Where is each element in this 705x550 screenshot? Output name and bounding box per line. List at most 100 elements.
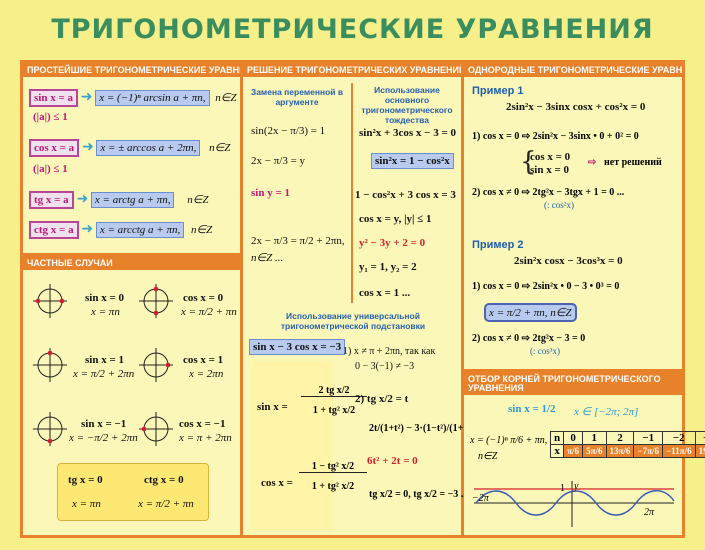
special-eq: cos x = −1 (179, 418, 226, 430)
table-cell: 1 (582, 431, 607, 445)
example2-step2: 2) cos x ≠ 0 ⇨ 2tg²x − 3 = 0 (472, 333, 586, 344)
axis-one-label: 1 (560, 483, 565, 494)
panel-special: ЧАСТНЫЕ СЛУЧАИ sin x = 0 x = πn cos x = … (23, 256, 240, 535)
system-line-2: sin x = 0 (530, 164, 569, 176)
unit-circle-icon (33, 348, 67, 382)
panel-homogeneous: ОДНОРОДНЫЕ ТРИГОНОМЕТРИЧЕСКИЕ УРАВНЕНИЯ … (464, 63, 682, 369)
roots-range: x ∈ [−2π; 2π] (574, 406, 639, 418)
table-cell: x (549, 444, 565, 458)
special-eq: sin x = 0 (85, 292, 124, 304)
universal-step-3: 2t/(1+t²) − 3·(1−t²)/(1+t²) = −3 (369, 423, 495, 434)
table-cell: 19π/6 (694, 444, 705, 458)
cos-sub-lhs: cos x = (261, 477, 293, 489)
id-line-4: cos x = y, |y| ≤ 1 (359, 213, 432, 225)
roots-general: x = (−1)ⁿ π/6 + πn, (470, 435, 548, 446)
sub-line-5: n∈Z ... (251, 252, 284, 264)
sin-row: sin x = a ➜ x = (−1)ⁿ arcsin a + πn, n∈Z (29, 89, 236, 107)
section-header-simplest: ПРОСТЕЙШИЕ ТРИГОНОМЕТРИЧЕСКИЕ УРАВНЕНИЯ (23, 63, 240, 77)
tg-equation: tg x = a (29, 191, 74, 209)
sin-solution: x = (−1)ⁿ arcsin a + πn, (95, 90, 210, 106)
column-divider (351, 83, 353, 303)
universal-step-5: tg x/2 = 0, tg x/2 = −3 ... (369, 489, 469, 500)
substitution-note: Замена переменной в аргументе (250, 87, 344, 107)
unit-circle-icon (33, 284, 67, 318)
id-line-5: y² − 3y + 2 = 0 (359, 237, 426, 249)
axis-left-label: −2π (472, 493, 489, 504)
page-title: ТРИГОНОМЕТРИЧЕСКИЕ УРАВНЕНИЯ (51, 14, 654, 45)
special-eq: cos x = 0 (183, 292, 224, 304)
example1-label: Пример 1 (472, 85, 524, 97)
example1-step1: 1) cos x = 0 ⇨ 2sin²x − 3sinx • 0 + 0² =… (472, 131, 639, 142)
panel-roots: ОТБОР КОРНЕЙ ТРИГОНОМЕТРИЧЕСКОГО УРАВНЕН… (464, 373, 705, 535)
table-cell: −1 (633, 431, 663, 445)
sin-sub-num: 2 tg x/2 (301, 385, 367, 397)
axis-y-label: y (574, 481, 579, 492)
section-header-special: ЧАСТНЫЕ СЛУЧАИ (23, 256, 240, 270)
section-header-homogeneous: ОДНОРОДНЫЕ ТРИГОНОМЕТРИЧЕСКИЕ УРАВНЕНИЯ (464, 63, 682, 77)
ctg-solution: x = arcctg a + πn, (95, 222, 185, 238)
roots-equation: sin x = 1/2 (508, 403, 556, 415)
arrow-area (251, 361, 333, 531)
example1-division: (: cos²x) (544, 200, 574, 210)
ctg-row: ctg x = a ➜ x = arcctg a + πn, n∈Z (29, 221, 213, 239)
tg-row: tg x = a ➜ x = arctg a + πn, n∈Z (29, 191, 209, 209)
tg-special-eq: tg x = 0 (68, 474, 103, 486)
special-sol: x = π/2 + 2πn (73, 368, 135, 380)
nz-label: n∈Z (209, 142, 231, 154)
table-cell: −11π/6 (662, 444, 696, 458)
table-cell: 13π/6 (605, 444, 635, 458)
sin-condition: (|a|) ≤ 1 (33, 111, 68, 123)
universal-equation: sin x − 3 cos x = −3 (249, 339, 346, 355)
special-sol: x = 2πn (189, 368, 224, 380)
panel-solving: РЕШЕНИЕ ТРИГОНОМЕТРИЧЕСКИХ УРАВНЕНИЙ Зам… (243, 63, 494, 535)
example2-solution: x = π/2 + πn, n∈Z (484, 303, 577, 322)
universal-cond-1: 1) x ≠ π + 2πn, так как (343, 346, 436, 357)
unit-circle-icon (139, 348, 173, 382)
section-header-roots: ОТБОР КОРНЕЙ ТРИГОНОМЕТРИЧЕСКОГО УРАВНЕН… (464, 373, 682, 395)
unit-circle-icon (33, 412, 67, 446)
special-sol: x = π + 2πn (179, 432, 232, 444)
panel-simplest: ПРОСТЕЙШИЕ ТРИГОНОМЕТРИЧЕСКИЕ УРАВНЕНИЯ … (23, 63, 240, 253)
identity-note: Использование основного тригонометрическ… (361, 85, 453, 125)
sub-line-1: sin(2x − π/3) = 1 (251, 125, 326, 137)
arrow-icon: ⇨ (588, 157, 597, 168)
special-eq: sin x = 1 (85, 354, 124, 366)
nz-label: n∈Z (191, 224, 213, 236)
id-line-3: 1 − cos²x + 3 cos x = 3 (355, 189, 456, 201)
example1-step2: 2) cos x ≠ 0 ⇨ 2tg²x − 3tgx + 1 = 0 ... (472, 187, 625, 198)
sub-line-4: 2x − π/3 = π/2 + 2πn, (251, 235, 345, 247)
special-sol: x = π/2 + πn (181, 306, 237, 318)
universal-cond-1b: 0 − 3(−1) ≠ −3 (355, 361, 415, 372)
example2-equation: 2sin²x cosx − 3cos³x = 0 (514, 255, 623, 267)
table-cell: −7π/6 (633, 444, 663, 458)
nz-label: n∈Z (187, 194, 209, 206)
tg-ctg-special-box: tg x = 0 x = πn ctg x = 0 x = π/2 + πn (57, 463, 209, 521)
table-cell: n (549, 431, 565, 445)
special-eq: cos x = 1 (183, 354, 224, 366)
ctg-equation: ctg x = a (29, 221, 79, 239)
cos-solution: x = ± arccos a + 2πn, (96, 140, 201, 156)
example1-equation: 2sin²x − 3sinx cosx + cos²x = 0 (506, 101, 646, 113)
sub-line-3: sin y = 1 (251, 187, 290, 199)
id-line-1: sin²x + 3cos x − 3 = 0 (359, 127, 456, 139)
cos-row: cos x = a ➜ x = ± arccos a + 2πn, n∈Z (29, 139, 231, 157)
table-cell: −2 (662, 431, 696, 445)
section-header-solving: РЕШЕНИЕ ТРИГОНОМЕТРИЧЕСКИХ УРАВНЕНИЙ (243, 63, 461, 77)
unit-circle-icon (139, 412, 173, 446)
universal-note: Использование универсальной тригонометри… (280, 311, 426, 331)
sin-equation: sin x = a (29, 89, 78, 107)
cos-condition: (|a|) ≤ 1 (33, 163, 68, 175)
tg-special-sol: x = πn (72, 498, 101, 510)
sub-line-2: 2x − π/3 = y (251, 155, 306, 167)
id-line-7: cos x = 1 ... (359, 287, 411, 299)
example2-label: Пример 2 (472, 239, 524, 251)
universal-step-2: 2) tg x/2 = t (355, 393, 409, 405)
example2-step1: 1) cos x = 0 ⇨ 2sin²x • 0 − 3 • 0³ = 0 (472, 281, 620, 292)
table-cell: 0 (563, 431, 584, 445)
ctg-special-sol: x = π/2 + πn (138, 498, 194, 510)
special-eq: sin x = −1 (81, 418, 127, 430)
system-brace: { (520, 147, 537, 177)
